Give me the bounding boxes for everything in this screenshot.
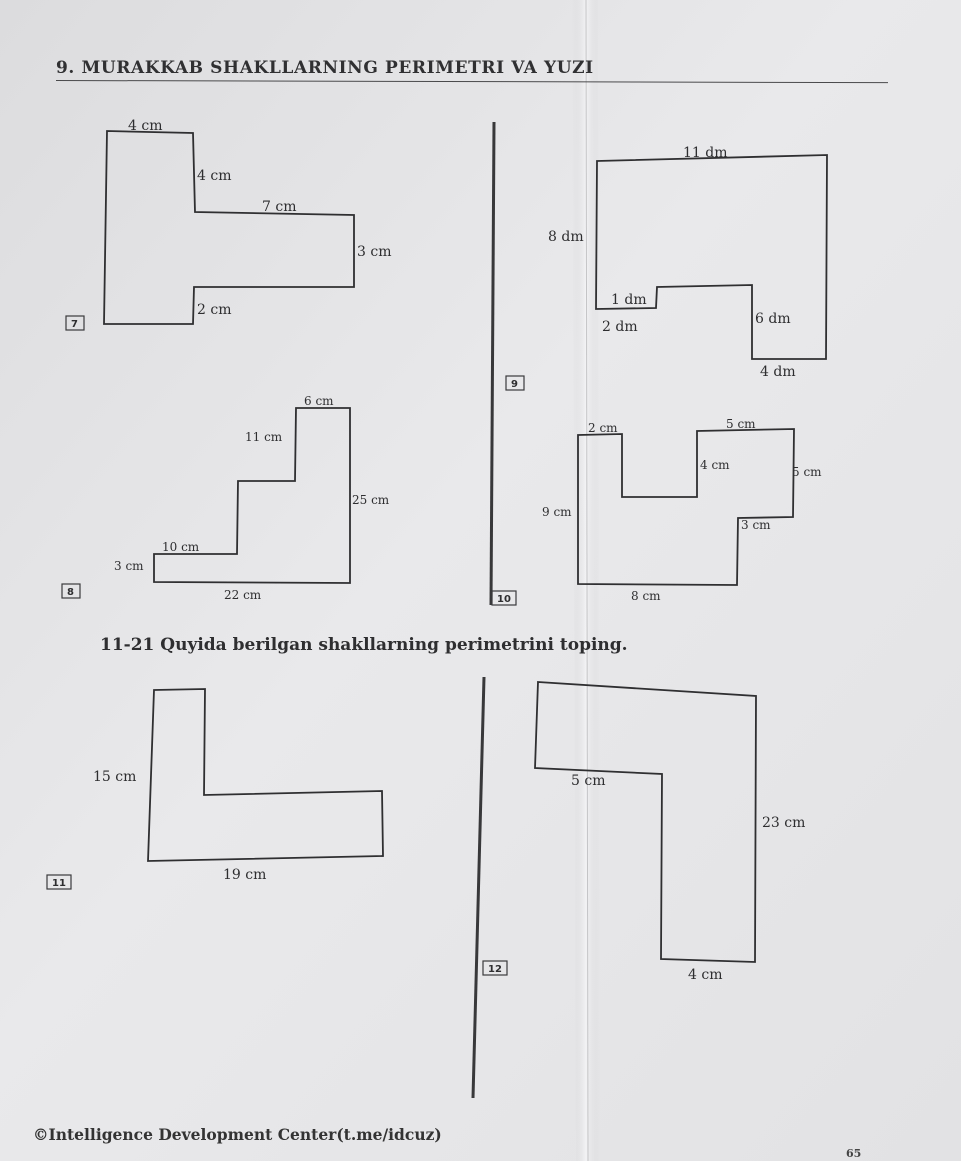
fig9-number-box	[505, 375, 525, 391]
figure-11: 15 cm 19 cm 11	[46, 688, 384, 890]
fig9-label-bottom-left: 2 dm	[602, 319, 638, 335]
fig10-label-top-right: 5 cm	[726, 417, 756, 431]
fig7-number: 7	[71, 319, 78, 330]
bottom-divider	[471, 676, 486, 1099]
fig8-label-top: 6 cm	[304, 394, 334, 408]
figure-8: 6 cm 11 cm 25 cm 10 cm 3 cm 22 cm 8	[61, 394, 390, 602]
fig12-label-bottom: 4 cm	[688, 967, 722, 983]
figure-9-shape	[595, 154, 828, 360]
fig9-label-inner-right: 6 dm	[755, 311, 791, 327]
fig10-label-right: 5 cm	[792, 465, 822, 479]
fig8-label-bottom: 22 cm	[224, 588, 262, 602]
top-divider	[489, 121, 496, 606]
figure-9: 11 dm 8 dm 1 dm 2 dm 6 dm 4 dm 9	[505, 145, 828, 391]
fig8-label-right: 25 cm	[352, 493, 390, 507]
fig10-label-left: 9 cm	[542, 505, 572, 519]
fig12-label-inner-top: 5 cm	[571, 773, 605, 789]
fig8-label-lower-step: 10 cm	[162, 540, 200, 554]
fig7-number-box	[65, 315, 85, 331]
fig9-label-top: 11 dm	[683, 145, 728, 161]
task-instruction: 11-21 Quyida berilgan shakllarning perim…	[100, 635, 628, 655]
figure-8-shape	[153, 407, 351, 584]
fig12-number: 12	[488, 964, 502, 975]
fig7-label-top: 4 cm	[128, 118, 162, 134]
figure-10: 2 cm 5 cm 4 cm 5 cm 9 cm 3 cm 8 cm 10	[491, 417, 822, 606]
paper-fold	[572, 0, 600, 1161]
section-title: 9. MURAKKAB SHAKLLARNING PERIMETRI VA YU…	[56, 58, 594, 78]
figure-12: 5 cm 23 cm 4 cm 12	[482, 681, 805, 983]
fig10-label-notch-depth: 4 cm	[700, 458, 730, 472]
footer-copyright: ©Intelligence Development Center(t.me/id…	[33, 1125, 442, 1144]
fig11-label-left: 15 cm	[93, 769, 136, 785]
fig10-label-top-left: 2 cm	[588, 421, 618, 435]
fig8-label-upper-step: 11 cm	[245, 430, 283, 444]
fig10-number: 10	[497, 594, 511, 605]
fig11-number: 11	[52, 878, 66, 889]
fig12-number-box	[482, 960, 508, 976]
fig7-label-inner-vertical: 4 cm	[197, 168, 231, 184]
fig9-label-left: 8 dm	[548, 229, 584, 245]
fig9-label-notch-side: 1 dm	[611, 292, 647, 308]
figure-7: 4 cm 4 cm 7 cm 3 cm 2 cm 7	[65, 118, 391, 331]
fig11-label-bottom: 19 cm	[223, 867, 266, 883]
fig9-number: 9	[511, 379, 518, 390]
fig11-number-box	[46, 874, 72, 890]
fig10-number-box	[491, 590, 517, 606]
fig10-label-bottom: 8 cm	[631, 589, 661, 603]
figure-10-shape	[577, 428, 795, 586]
figure-12-shape	[534, 681, 757, 963]
fig7-label-arm-right: 3 cm	[357, 244, 391, 260]
fig8-number: 8	[67, 587, 74, 598]
fig8-label-left: 3 cm	[114, 559, 144, 573]
fig9-label-bottom-right: 4 dm	[760, 364, 796, 380]
fig7-label-bottom-step: 2 cm	[197, 302, 231, 318]
fig10-label-step: 3 cm	[741, 518, 771, 532]
figure-11-shape	[147, 688, 384, 862]
fig8-number-box	[61, 583, 81, 599]
page-number: 65	[846, 1147, 862, 1160]
fig12-label-right: 23 cm	[762, 815, 805, 831]
fig7-label-arm-top: 7 cm	[262, 199, 296, 215]
figure-7-shape	[103, 130, 355, 325]
